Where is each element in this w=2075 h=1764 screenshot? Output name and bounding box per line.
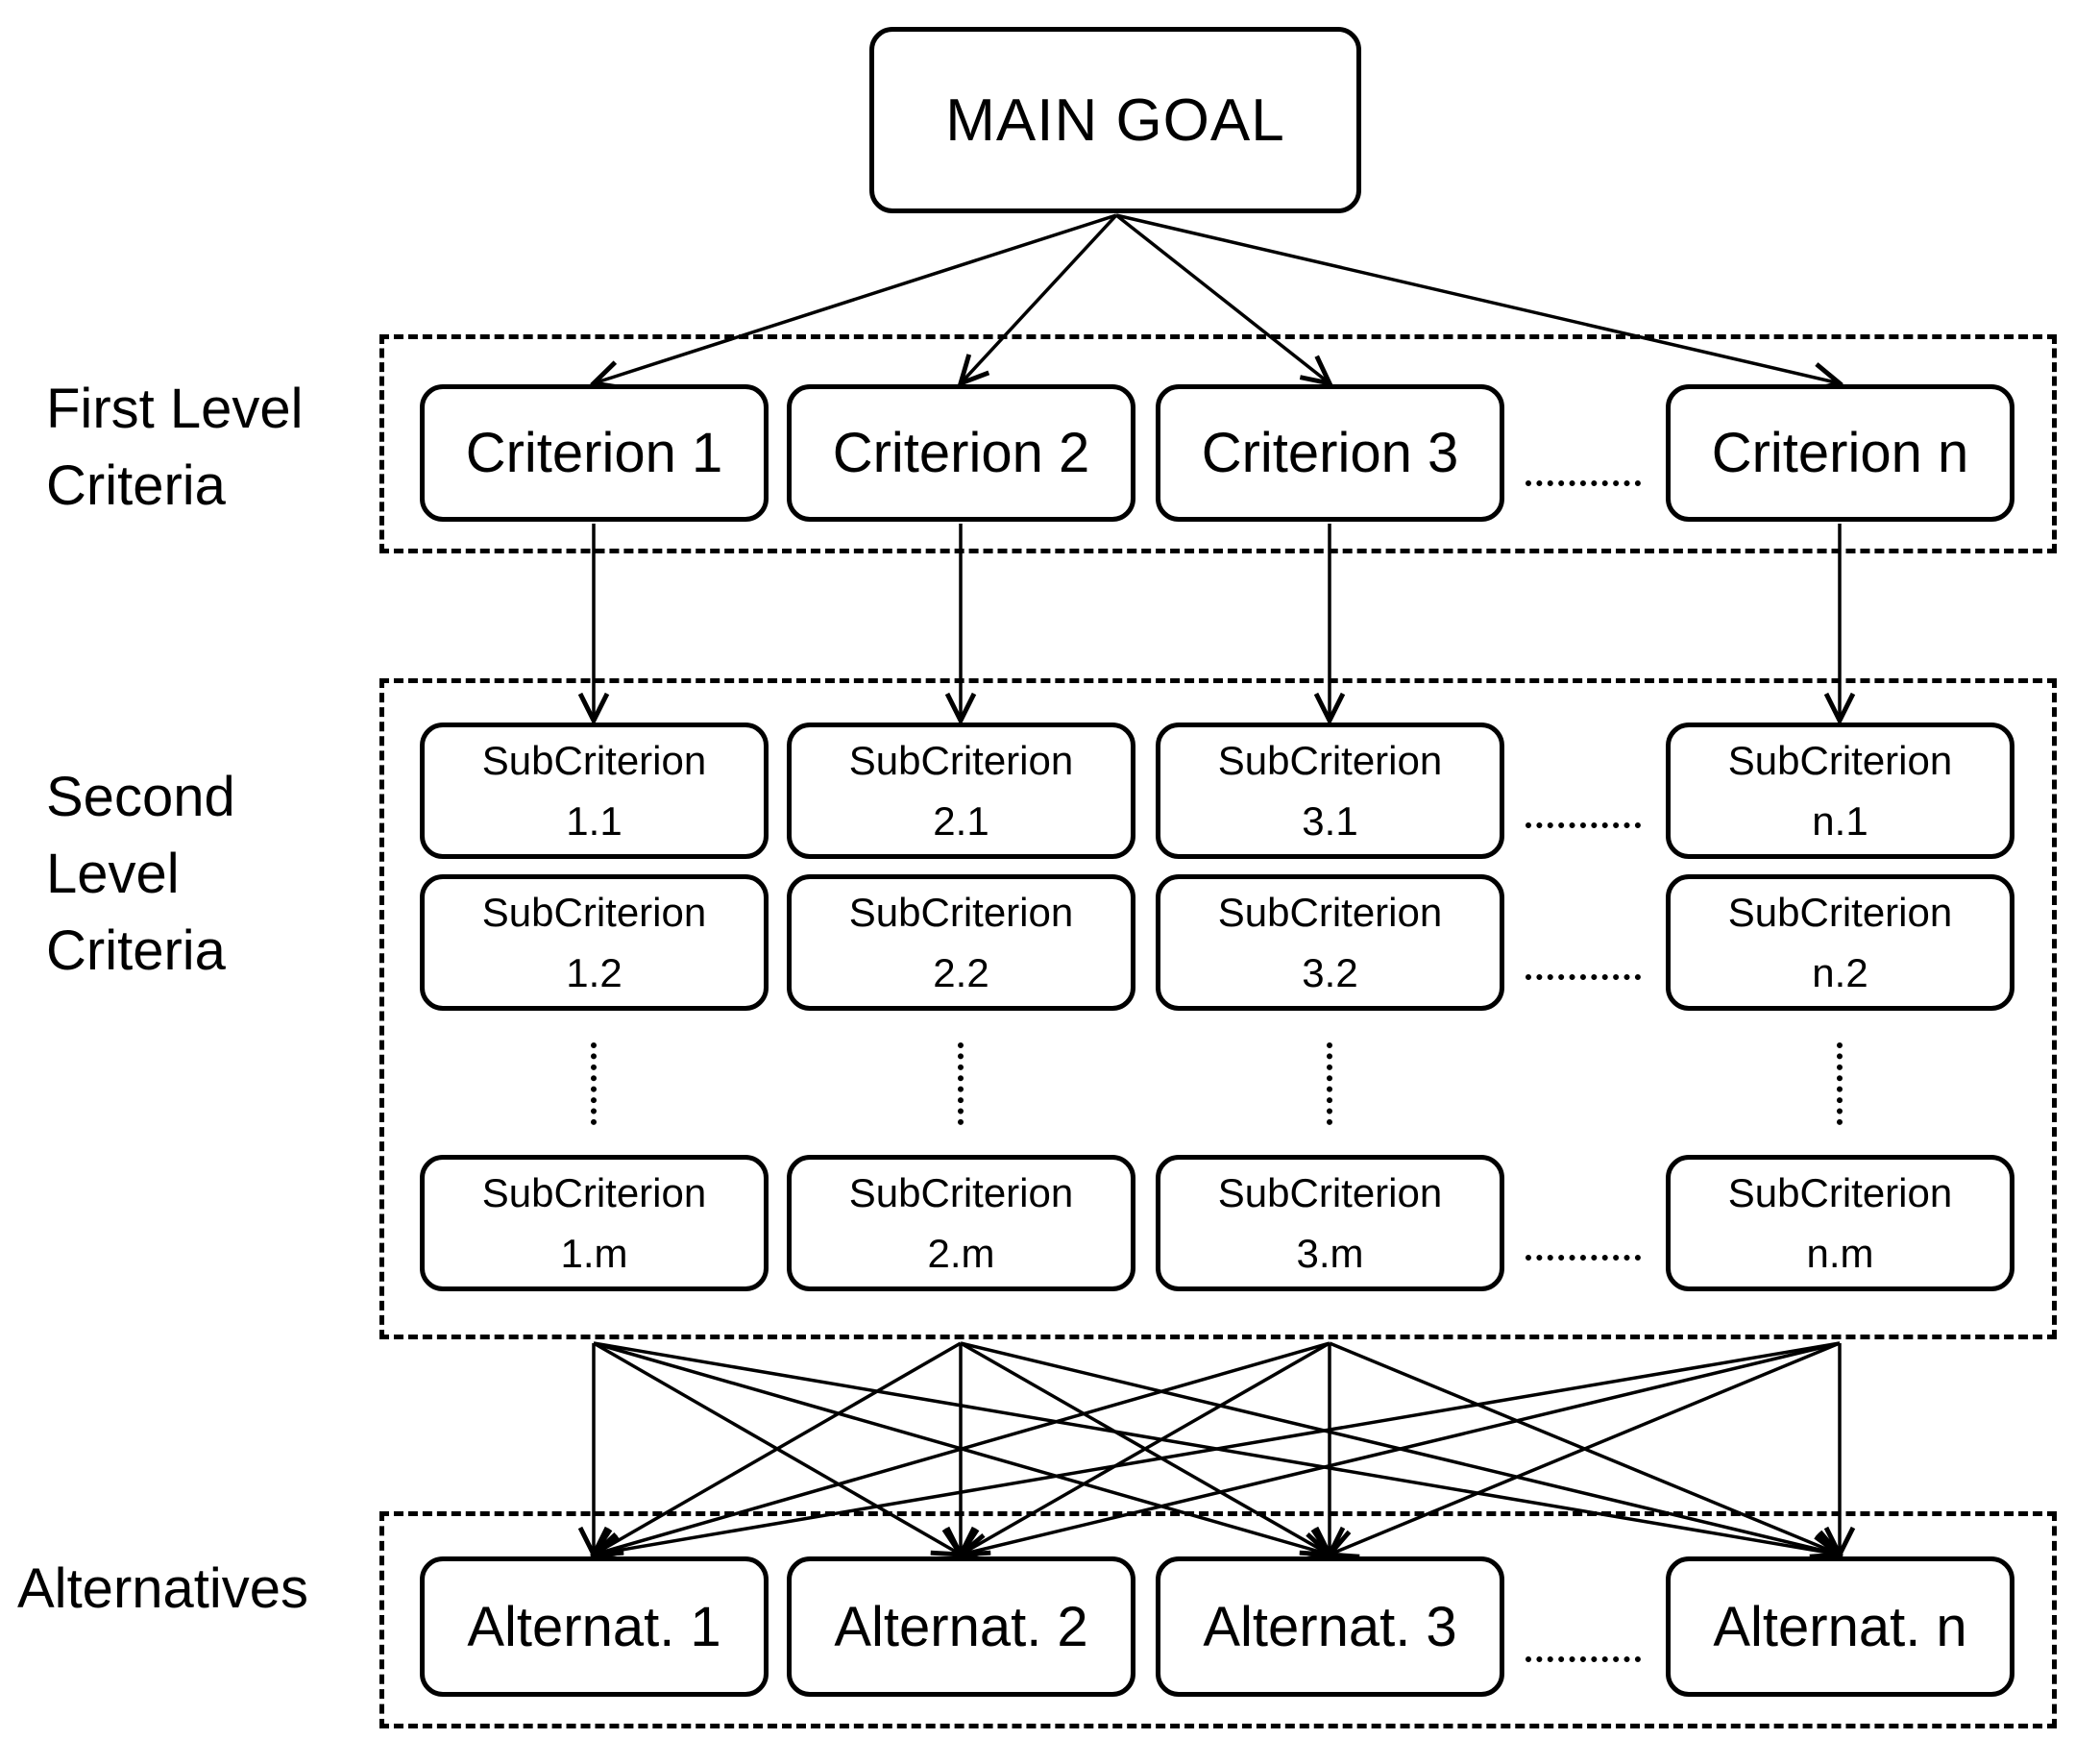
second-level-label: Second Level Criteria	[46, 759, 235, 990]
criteria-ellipsis	[1526, 480, 1641, 486]
subcriterion-title: SubCriterion	[481, 890, 707, 935]
criterion-label: Criterion n	[1711, 422, 1969, 484]
alternatives-group	[379, 1511, 2057, 1728]
criterion-label: Criterion 1	[465, 422, 723, 484]
alternatives-ellipsis	[1526, 1656, 1641, 1662]
alternative-box-2: Alternat. 2	[787, 1556, 1135, 1697]
criterion-box-n: Criterion n	[1666, 384, 2014, 522]
subcriterion-box-1-1: SubCriterion 1.1	[420, 723, 769, 859]
second-level-label-line-1: Second	[46, 766, 235, 828]
subcriterion-title: SubCriterion	[1727, 890, 1953, 935]
subcriterion-box-2-2: SubCriterion 2.2	[787, 874, 1135, 1011]
subcriterion-box-1-2: SubCriterion 1.2	[420, 874, 769, 1011]
subcriterion-title: SubCriterion	[1727, 738, 1953, 783]
goal-to-criterion-arrow-2	[961, 213, 1118, 383]
subcriterion-index: 2.2	[933, 950, 989, 995]
alternative-label: Alternat. 2	[834, 1595, 1088, 1658]
subcriteria-to-alternative-arrow-4-2	[961, 1341, 1841, 1555]
subcriteria-row-2-ellipsis	[1526, 974, 1641, 980]
alternative-label: Alternat. 3	[1203, 1595, 1457, 1658]
subcriterion-title: SubCriterion	[848, 738, 1074, 783]
criterion-box-1: Criterion 1	[420, 384, 769, 522]
subcriteria-to-alternative-arrow-3-2	[961, 1341, 1330, 1555]
subcriteria-row-m-ellipsis	[1526, 1255, 1641, 1261]
alternatives-level-label: Alternatives	[17, 1557, 309, 1620]
subcriterion-title: SubCriterion	[1727, 1170, 1953, 1215]
subcriterion-index: n.2	[1812, 950, 1868, 995]
subcriterion-title: SubCriterion	[481, 1170, 707, 1215]
alternative-box-n: Alternat. n	[1666, 1556, 2014, 1697]
subcriterion-index: 2.1	[933, 798, 989, 844]
alternative-box-3: Alternat. 3	[1156, 1556, 1504, 1697]
subcriterion-index: n.1	[1812, 798, 1868, 844]
subcriterion-box-n-m: SubCriterion n.m	[1666, 1155, 2014, 1291]
second-level-label-line-3: Criteria	[46, 919, 226, 983]
first-level-label-line-2: Criteria	[46, 454, 226, 518]
subcriteria-to-alternative-arrow-4-3	[1330, 1341, 1841, 1555]
subcriterion-index: 1.m	[560, 1231, 628, 1276]
alternative-label: Alternat. n	[1713, 1595, 1967, 1658]
subcriterion-index: 1.2	[566, 950, 622, 995]
first-level-group	[379, 334, 2057, 553]
subcriterion-box-3-2: SubCriterion 3.2	[1156, 874, 1504, 1011]
criterion-label: Criterion 2	[832, 422, 1090, 484]
criterion-label: Criterion 3	[1201, 422, 1459, 484]
goal-to-criterion-arrow-1	[594, 213, 1117, 383]
main-goal-label: MAIN GOAL	[945, 86, 1285, 154]
subcriterion-index: n.m	[1806, 1231, 1874, 1276]
subcriterion-box-3-1: SubCriterion 3.1	[1156, 723, 1504, 859]
subcriteria-col-n-vertical-ellipsis	[1837, 1042, 1843, 1125]
first-level-label: First Level Criteria	[46, 371, 304, 525]
subcriterion-title: SubCriterion	[848, 1170, 1074, 1215]
subcriterion-index: 3.2	[1302, 950, 1358, 995]
second-level-label-line-2: Level	[46, 843, 180, 906]
subcriterion-box-n-1: SubCriterion n.1	[1666, 723, 2014, 859]
subcriteria-col-1-vertical-ellipsis	[591, 1042, 597, 1125]
second-level-group	[379, 678, 2057, 1339]
subcriterion-title: SubCriterion	[848, 890, 1074, 935]
main-goal-box: MAIN GOAL	[869, 27, 1361, 213]
subcriterion-index: 3.1	[1302, 798, 1358, 844]
subcriteria-to-alternative-arrow-2-1	[594, 1341, 962, 1555]
subcriteria-to-alternative-arrow-4-1	[594, 1341, 1841, 1555]
subcriterion-title: SubCriterion	[1217, 738, 1443, 783]
goal-to-criterion-arrow-4	[1115, 213, 1840, 383]
goal-to-criterion-arrow-3	[1114, 213, 1330, 383]
subcriteria-to-alternative-arrow-3-1	[594, 1341, 1330, 1555]
subcriterion-index: 3.m	[1296, 1231, 1364, 1276]
criterion-box-2: Criterion 2	[787, 384, 1135, 522]
alternative-label: Alternat. 1	[467, 1595, 721, 1658]
alternative-box-1: Alternat. 1	[420, 1556, 769, 1697]
subcriterion-box-2-m: SubCriterion 2.m	[787, 1155, 1135, 1291]
subcriterion-title: SubCriterion	[481, 738, 707, 783]
criterion-box-3: Criterion 3	[1156, 384, 1504, 522]
subcriterion-box-1-m: SubCriterion 1.m	[420, 1155, 769, 1291]
subcriterion-index: 1.1	[566, 798, 622, 844]
subcriterion-box-3-m: SubCriterion 3.m	[1156, 1155, 1504, 1291]
subcriterion-title: SubCriterion	[1217, 890, 1443, 935]
subcriterion-box-2-1: SubCriterion 2.1	[787, 723, 1135, 859]
subcriterion-index: 2.m	[927, 1231, 995, 1276]
subcriterion-title: SubCriterion	[1217, 1170, 1443, 1215]
subcriteria-row-1-ellipsis	[1526, 822, 1641, 828]
subcriteria-col-2-vertical-ellipsis	[958, 1042, 964, 1125]
first-level-label-line-1: First Level	[46, 378, 304, 440]
subcriteria-col-3-vertical-ellipsis	[1327, 1042, 1332, 1125]
subcriterion-box-n-2: SubCriterion n.2	[1666, 874, 2014, 1011]
